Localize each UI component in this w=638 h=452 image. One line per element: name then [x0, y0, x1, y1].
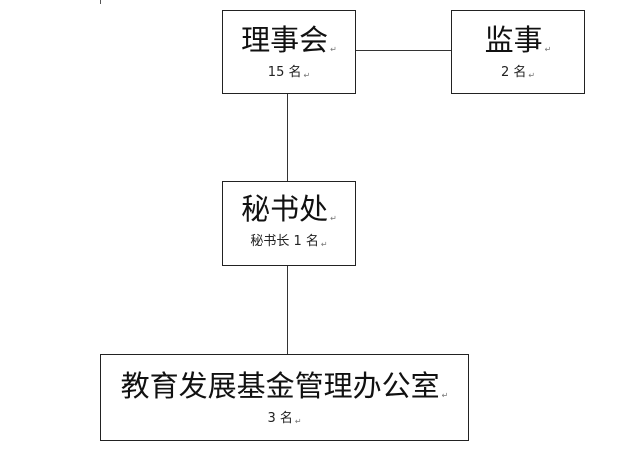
paragraph-mark-icon: ↵	[294, 417, 302, 426]
secretariat-title: 秘书处	[241, 192, 329, 226]
office-box: 教育发展基金管理办公室↵ 3 名↵	[100, 354, 469, 441]
supervisor-box: 监事↵ 2 名↵	[451, 10, 585, 94]
paragraph-mark-icon: ↵	[528, 71, 536, 80]
board-detail: 15 名	[267, 65, 302, 80]
paragraph-mark-icon: ↵	[330, 214, 337, 223]
paragraph-mark-icon: ↵	[544, 45, 552, 54]
supervisor-detail: 2 名	[500, 65, 527, 80]
secretariat-detail: 秘书长 1 名	[250, 234, 319, 249]
paragraph-mark-icon: ↵	[320, 240, 328, 249]
board-title: 理事会	[241, 23, 329, 57]
connector-board-supervisor	[354, 50, 452, 51]
office-title: 教育发展基金管理办公室	[120, 369, 440, 403]
paragraph-mark-icon: ↵	[303, 71, 311, 80]
connector-secretariat-office	[287, 265, 288, 355]
secretariat-box: 秘书处↵ 秘书长 1 名↵	[222, 181, 356, 266]
text-cursor	[100, 0, 101, 4]
supervisor-title: 监事	[484, 23, 543, 57]
paragraph-mark-icon: ↵	[441, 391, 449, 400]
paragraph-mark-icon: ↵	[330, 45, 337, 54]
board-box: 理事会↵ 15 名↵	[222, 10, 356, 94]
connector-board-secretariat	[287, 93, 288, 182]
office-detail: 3 名	[267, 411, 293, 426]
